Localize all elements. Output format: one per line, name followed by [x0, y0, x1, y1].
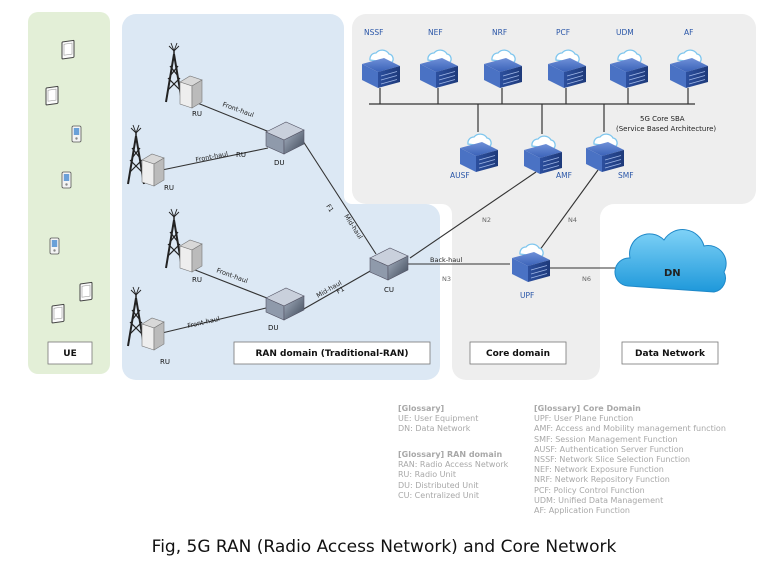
nf-label-amf: AMF	[556, 171, 572, 180]
ru-label-3: RU	[192, 276, 202, 284]
ue-tablet-1	[61, 39, 75, 60]
ru-box-3	[179, 239, 203, 273]
glossary-item: DN: Data Network	[398, 424, 471, 434]
ran-domain-label: RAN domain (Traditional-RAN)	[256, 349, 409, 359]
cu-label: CU	[384, 286, 394, 294]
nf-label-nef: NEF	[428, 28, 443, 37]
ru-label-4: RU	[160, 358, 170, 366]
glossary-item: AF: Application Function	[534, 506, 630, 516]
glossary-item: NSSF: Network Slice Selection Function	[534, 455, 691, 465]
glossary-item: RAN: Radio Access Network	[398, 460, 509, 470]
glossary-item: CU: Centralized Unit	[398, 490, 480, 500]
ue-phone-1	[71, 125, 82, 143]
ue-tablet-2	[45, 85, 59, 106]
sba-subtitle: (Service Based Architecture)	[616, 125, 716, 133]
backhaul-label: Back-haul	[430, 256, 462, 264]
glossary-item: NRF: Network Repository Function	[534, 475, 670, 485]
glossary-item: RU: Radio Unit	[398, 470, 456, 480]
data-network-label: Data Network	[635, 349, 706, 359]
ue-domain-label: UE	[63, 349, 76, 359]
ru-box-1	[179, 75, 203, 109]
ru-label-2: RU	[164, 184, 174, 192]
n4-label: N4	[568, 216, 577, 224]
glossary-ran-title: [Glossary] RAN domain	[398, 450, 503, 459]
sba-bus	[369, 88, 695, 134]
glossary-item: NEF: Network Exposure Function	[534, 465, 664, 475]
ru-box-2	[141, 153, 165, 187]
n2-label: N2	[482, 216, 491, 224]
ru-box-4	[141, 317, 165, 351]
nf-label-pcf: PCF	[556, 28, 570, 37]
links	[161, 99, 628, 334]
glossary-item: AUSF: Authentication Server Function	[534, 444, 684, 454]
du-label-1: DU	[274, 159, 285, 167]
figure-caption: Fig, 5G RAN (Radio Access Network) and C…	[151, 537, 617, 557]
n3-label: N3	[442, 275, 451, 283]
ru-label-1: RU	[192, 110, 202, 118]
nf-label-upf: UPF	[520, 291, 534, 300]
ue-phone-3	[49, 237, 60, 255]
glossary-item: UE: User Equipment	[398, 414, 479, 424]
nf-label-udm: UDM	[616, 28, 634, 37]
glossary-core-title: [Glossary] Core Domain	[534, 404, 641, 413]
glossary-item: PCF: Policy Control Function	[534, 485, 645, 495]
ue-tablet-4	[51, 303, 65, 324]
du-label-2: DU	[268, 324, 279, 332]
ru-label-5: RU	[236, 151, 246, 159]
nf-label-ausf: AUSF	[450, 171, 470, 180]
f1-label-1: F1	[324, 203, 335, 214]
data-network-cloud	[614, 229, 727, 293]
dn-label: DN	[664, 268, 681, 279]
core-domain-label: Core domain	[486, 349, 550, 359]
glossary-item: DU: Distributed Unit	[398, 480, 479, 490]
glossary-item: AMF: Access and Mobility management func…	[534, 424, 726, 434]
glossary-item: UPF: User Plane Function	[534, 414, 634, 424]
nf-label-smf: SMF	[618, 171, 634, 180]
glossary-item: SMF: Session Management Function	[534, 434, 678, 444]
sba-title: 5G Core SBA	[640, 115, 685, 123]
core-domain-area	[352, 14, 756, 380]
ue-domain-label-box	[47, 341, 93, 365]
glossary-ran: [Glossary] RAN domain RAN: Radio Access …	[398, 450, 508, 501]
core-domain-label-box	[469, 341, 567, 365]
nf-label-nrf: NRF	[492, 28, 507, 37]
ran-domain-label-box	[233, 341, 431, 365]
ran-domain-area	[122, 14, 440, 380]
n6-label: N6	[582, 275, 591, 283]
ue-tablet-3	[79, 281, 93, 302]
f1-label-2: F1	[335, 285, 346, 296]
glossary-general-title: [Glossary]	[398, 404, 445, 413]
glossary-general: [Glossary] UE: User Equipment DN: Data N…	[398, 404, 478, 435]
nf-label-af: AF	[684, 28, 693, 37]
glossary-core: [Glossary] Core Domain UPF: User Plane F…	[534, 404, 726, 516]
glossary-item: UDM: Unified Data Management	[534, 495, 664, 505]
data-network-label-box	[621, 341, 719, 365]
ue-phone-2	[61, 171, 72, 189]
nf-label-nssf: NSSF	[364, 28, 383, 37]
ue-domain-area	[28, 12, 110, 374]
